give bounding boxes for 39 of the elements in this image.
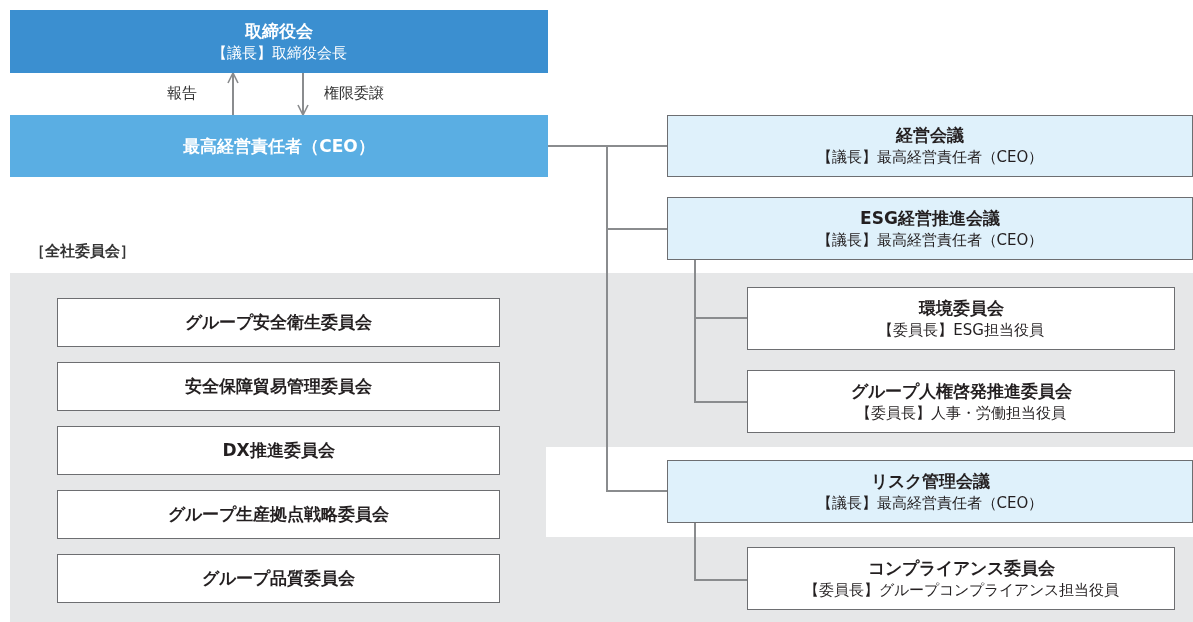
edge-label: 権限委譲 bbox=[322, 84, 386, 103]
edge-label: 報告 bbox=[165, 84, 199, 103]
chair-text: 【議長】最高経営責任者（CEO） bbox=[816, 229, 1044, 251]
committee-box bbox=[747, 287, 1175, 350]
arrow bbox=[297, 72, 309, 116]
chair-text: 【議長】取締役会長 bbox=[211, 42, 347, 64]
group-heading: ［全社委員会］ bbox=[30, 242, 135, 261]
committee-box bbox=[57, 426, 500, 475]
body-name: グループ品質委員会 bbox=[202, 567, 355, 590]
council-box bbox=[667, 460, 1193, 523]
body-name: グループ生産拠点戦略委員会 bbox=[168, 503, 389, 526]
board-box bbox=[10, 10, 548, 73]
body-name: リスク管理会議 bbox=[870, 469, 990, 493]
committee-box bbox=[57, 298, 500, 347]
chair-text: 【議長】最高経営責任者（CEO） bbox=[816, 492, 1044, 514]
committee-box bbox=[57, 554, 500, 603]
chair-text: 【委員長】ESG担当役員 bbox=[878, 319, 1044, 341]
body-name: 経営会議 bbox=[896, 124, 964, 148]
committee-box bbox=[747, 547, 1175, 610]
council-box bbox=[667, 115, 1193, 177]
body-name: 安全保障貿易管理委員会 bbox=[185, 375, 372, 398]
chair-text: 【委員長】グループコンプライアンス担当役員 bbox=[803, 579, 1119, 601]
body-name: ESG経営推進会議 bbox=[860, 206, 1000, 230]
body-name: グループ安全衛生委員会 bbox=[185, 311, 372, 334]
chair-text: 【議長】最高経営責任者（CEO） bbox=[816, 147, 1044, 168]
body-name: 最高経営責任者（CEO） bbox=[183, 134, 375, 158]
committee-box bbox=[57, 362, 500, 411]
council-box bbox=[667, 197, 1193, 260]
body-name: 環境委員会 bbox=[918, 296, 1004, 320]
body-name: 取締役会 bbox=[245, 19, 313, 43]
connector-line bbox=[694, 522, 748, 581]
committee-box bbox=[57, 490, 500, 539]
chair-text: 【委員長】人事・労働担当役員 bbox=[856, 402, 1066, 424]
committee-box bbox=[747, 370, 1175, 433]
body-name: DX推進委員会 bbox=[222, 439, 335, 462]
body-name: コンプライアンス委員会 bbox=[867, 556, 1055, 580]
body-name: グループ人権啓発推進委員会 bbox=[850, 379, 1072, 403]
arrow bbox=[227, 72, 239, 116]
executive-box bbox=[10, 115, 548, 177]
